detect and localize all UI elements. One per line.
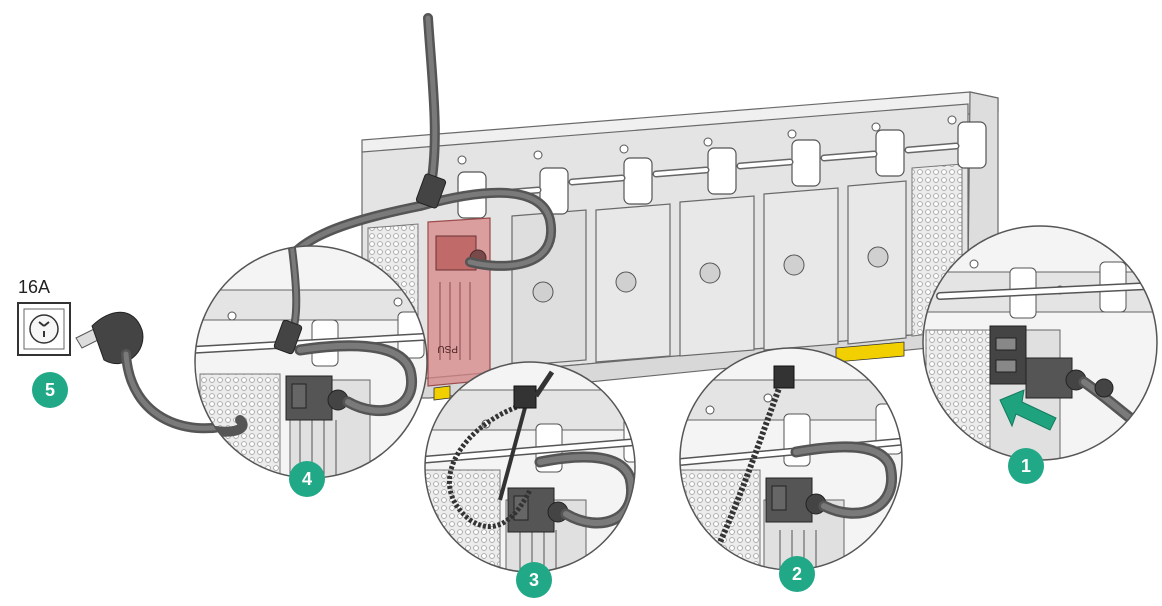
step-badge-5: 5 [32, 372, 68, 408]
detail-step-1 [922, 225, 1158, 461]
power-outlet [17, 302, 71, 356]
step-number-4: 4 [302, 469, 312, 489]
power-cord-main [276, 13, 557, 287]
power-module-highlight: PSU [427, 217, 491, 387]
warning-triangle-icon [433, 385, 451, 401]
step-number-2: 2 [792, 564, 802, 584]
outlet-rating-label: 16A [18, 277, 51, 297]
detail-step-3 [424, 361, 636, 573]
detail-step-4 [194, 245, 428, 479]
power-module-label: PSU [437, 343, 458, 354]
step-number-1: 1 [1021, 456, 1031, 476]
step-badge-1: 1 [1008, 448, 1044, 484]
step-number-3: 3 [529, 570, 539, 590]
insert-arrow-icon [999, 389, 1057, 431]
step-badge-2: 2 [779, 556, 815, 592]
step-number-5: 5 [45, 380, 55, 400]
device-chassis [361, 91, 999, 401]
step-badge-3: 3 [516, 562, 552, 598]
step-badge-4: 4 [289, 461, 325, 497]
